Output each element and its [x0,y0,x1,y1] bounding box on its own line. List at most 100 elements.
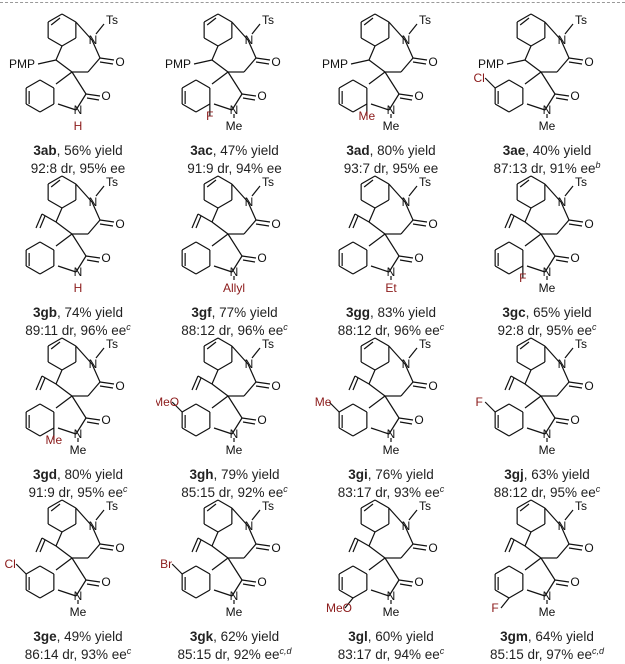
bond [540,71,556,95]
ts-label: Ts [575,499,587,513]
benzene-double-bond [206,503,217,512]
ts-bond [251,185,261,197]
ts-bond [564,23,574,35]
oxindole-benzene-bond [25,403,41,413]
bond [544,345,562,365]
ts-bond [408,509,418,521]
amide-n-label: N [402,357,411,371]
oxindole-benzene-bond [338,103,354,113]
oxindole-n-label: N [387,589,396,603]
ring-substituent-label: Me [315,395,332,409]
footnote-mark: c [592,322,597,332]
oxindole-benzene-bond [195,565,211,575]
bond [247,39,257,59]
carbonyl-bond [242,97,256,101]
carbonyl-bond [255,57,271,61]
bond [524,207,532,223]
yield-text: , 65% yield [525,305,592,320]
bond [400,543,414,559]
vinyl-bond [510,537,526,547]
oxindole-benzene-bond [181,265,197,275]
bond [524,221,542,235]
oxindole-benzene-bond [494,589,510,599]
bond [560,39,570,59]
bond [556,381,570,397]
oxindole-benzene-bond [338,265,354,275]
bond [384,71,400,95]
vinyl-bond [35,537,43,553]
oxindole-benzene-bond [195,403,211,413]
carbonyl-bond [554,93,570,97]
bond [55,207,63,223]
bond [75,183,93,203]
oxindole-benzene-bond [181,79,197,89]
oxindole-benzene-bond [352,589,368,599]
pmp-bond [506,59,526,65]
oxindole-n-label: N [543,103,552,117]
oxindole-benzene-bond [25,265,41,275]
compound-id: 3ac [190,143,213,158]
benzene-bond [516,499,532,509]
bond [227,71,243,95]
bond [368,221,386,235]
benzene-bond [203,199,219,209]
oxindole-benzene-bond [338,427,354,437]
bond [370,103,390,111]
benzene-bond [516,37,532,47]
oxindole-o-label: O [414,89,423,103]
carbonyl-o-label: O [115,379,124,393]
carbonyl-bond [399,97,413,101]
yield-text: , 80% yield [56,467,124,482]
carbonyl-bond [99,223,114,227]
dr-ee-text: 83:17 dr, 93% ee [337,485,440,500]
benzene-bond [61,199,77,209]
ts-bond [95,509,105,521]
yield-text: , 47% yield [212,143,279,158]
oxindole-benzene-bond [352,265,368,275]
benzene-double-bond [363,179,374,188]
footnote-mark: c [283,484,288,494]
pmp-bond [37,59,57,65]
substituent-bond [15,563,27,575]
carbonyl-o-label: O [115,541,124,555]
benzene-bond [374,175,390,185]
vinyl-bond [354,213,370,223]
bond [211,557,229,571]
pmp-bond [350,59,370,65]
carbonyl-bond [399,259,413,263]
bond [231,417,243,435]
bond [384,233,400,257]
carbonyl-o-label: O [428,541,437,555]
bond [247,363,257,383]
dr-ee-text: 88:12 dr, 95% ee [493,485,596,500]
oxindole-benzene-bond [195,241,211,251]
oxindole-benzene-bond [352,241,368,251]
vinyl-bond [504,537,512,553]
ts-label: Ts [262,13,274,27]
bond [388,507,406,527]
bond [231,345,249,365]
selectivity-caption: 91:9 dr, 95% eec [0,484,156,502]
compound-id: 3gm [500,629,528,644]
ts-bond [408,347,418,359]
n-substituent-label: Me [383,443,400,457]
bond [213,265,233,273]
compound-caption: 3gj, 63% yield [469,466,625,484]
bond [55,531,63,547]
bond [211,545,229,559]
oxindole-benzene-bond [508,565,524,575]
ts-bond [251,347,261,359]
ring-substituent-label: Cl [473,71,484,85]
benzene-double-bond [206,17,217,26]
benzene-bond [516,337,532,347]
n-substituent-label: H [74,281,83,295]
oxindole-o-label: O [414,251,423,265]
carbonyl-o-label: O [584,379,593,393]
bond [368,45,376,61]
substituent-bond [171,563,183,575]
oxindole-benzene-bond [39,565,55,575]
benzene-bond [374,37,390,47]
